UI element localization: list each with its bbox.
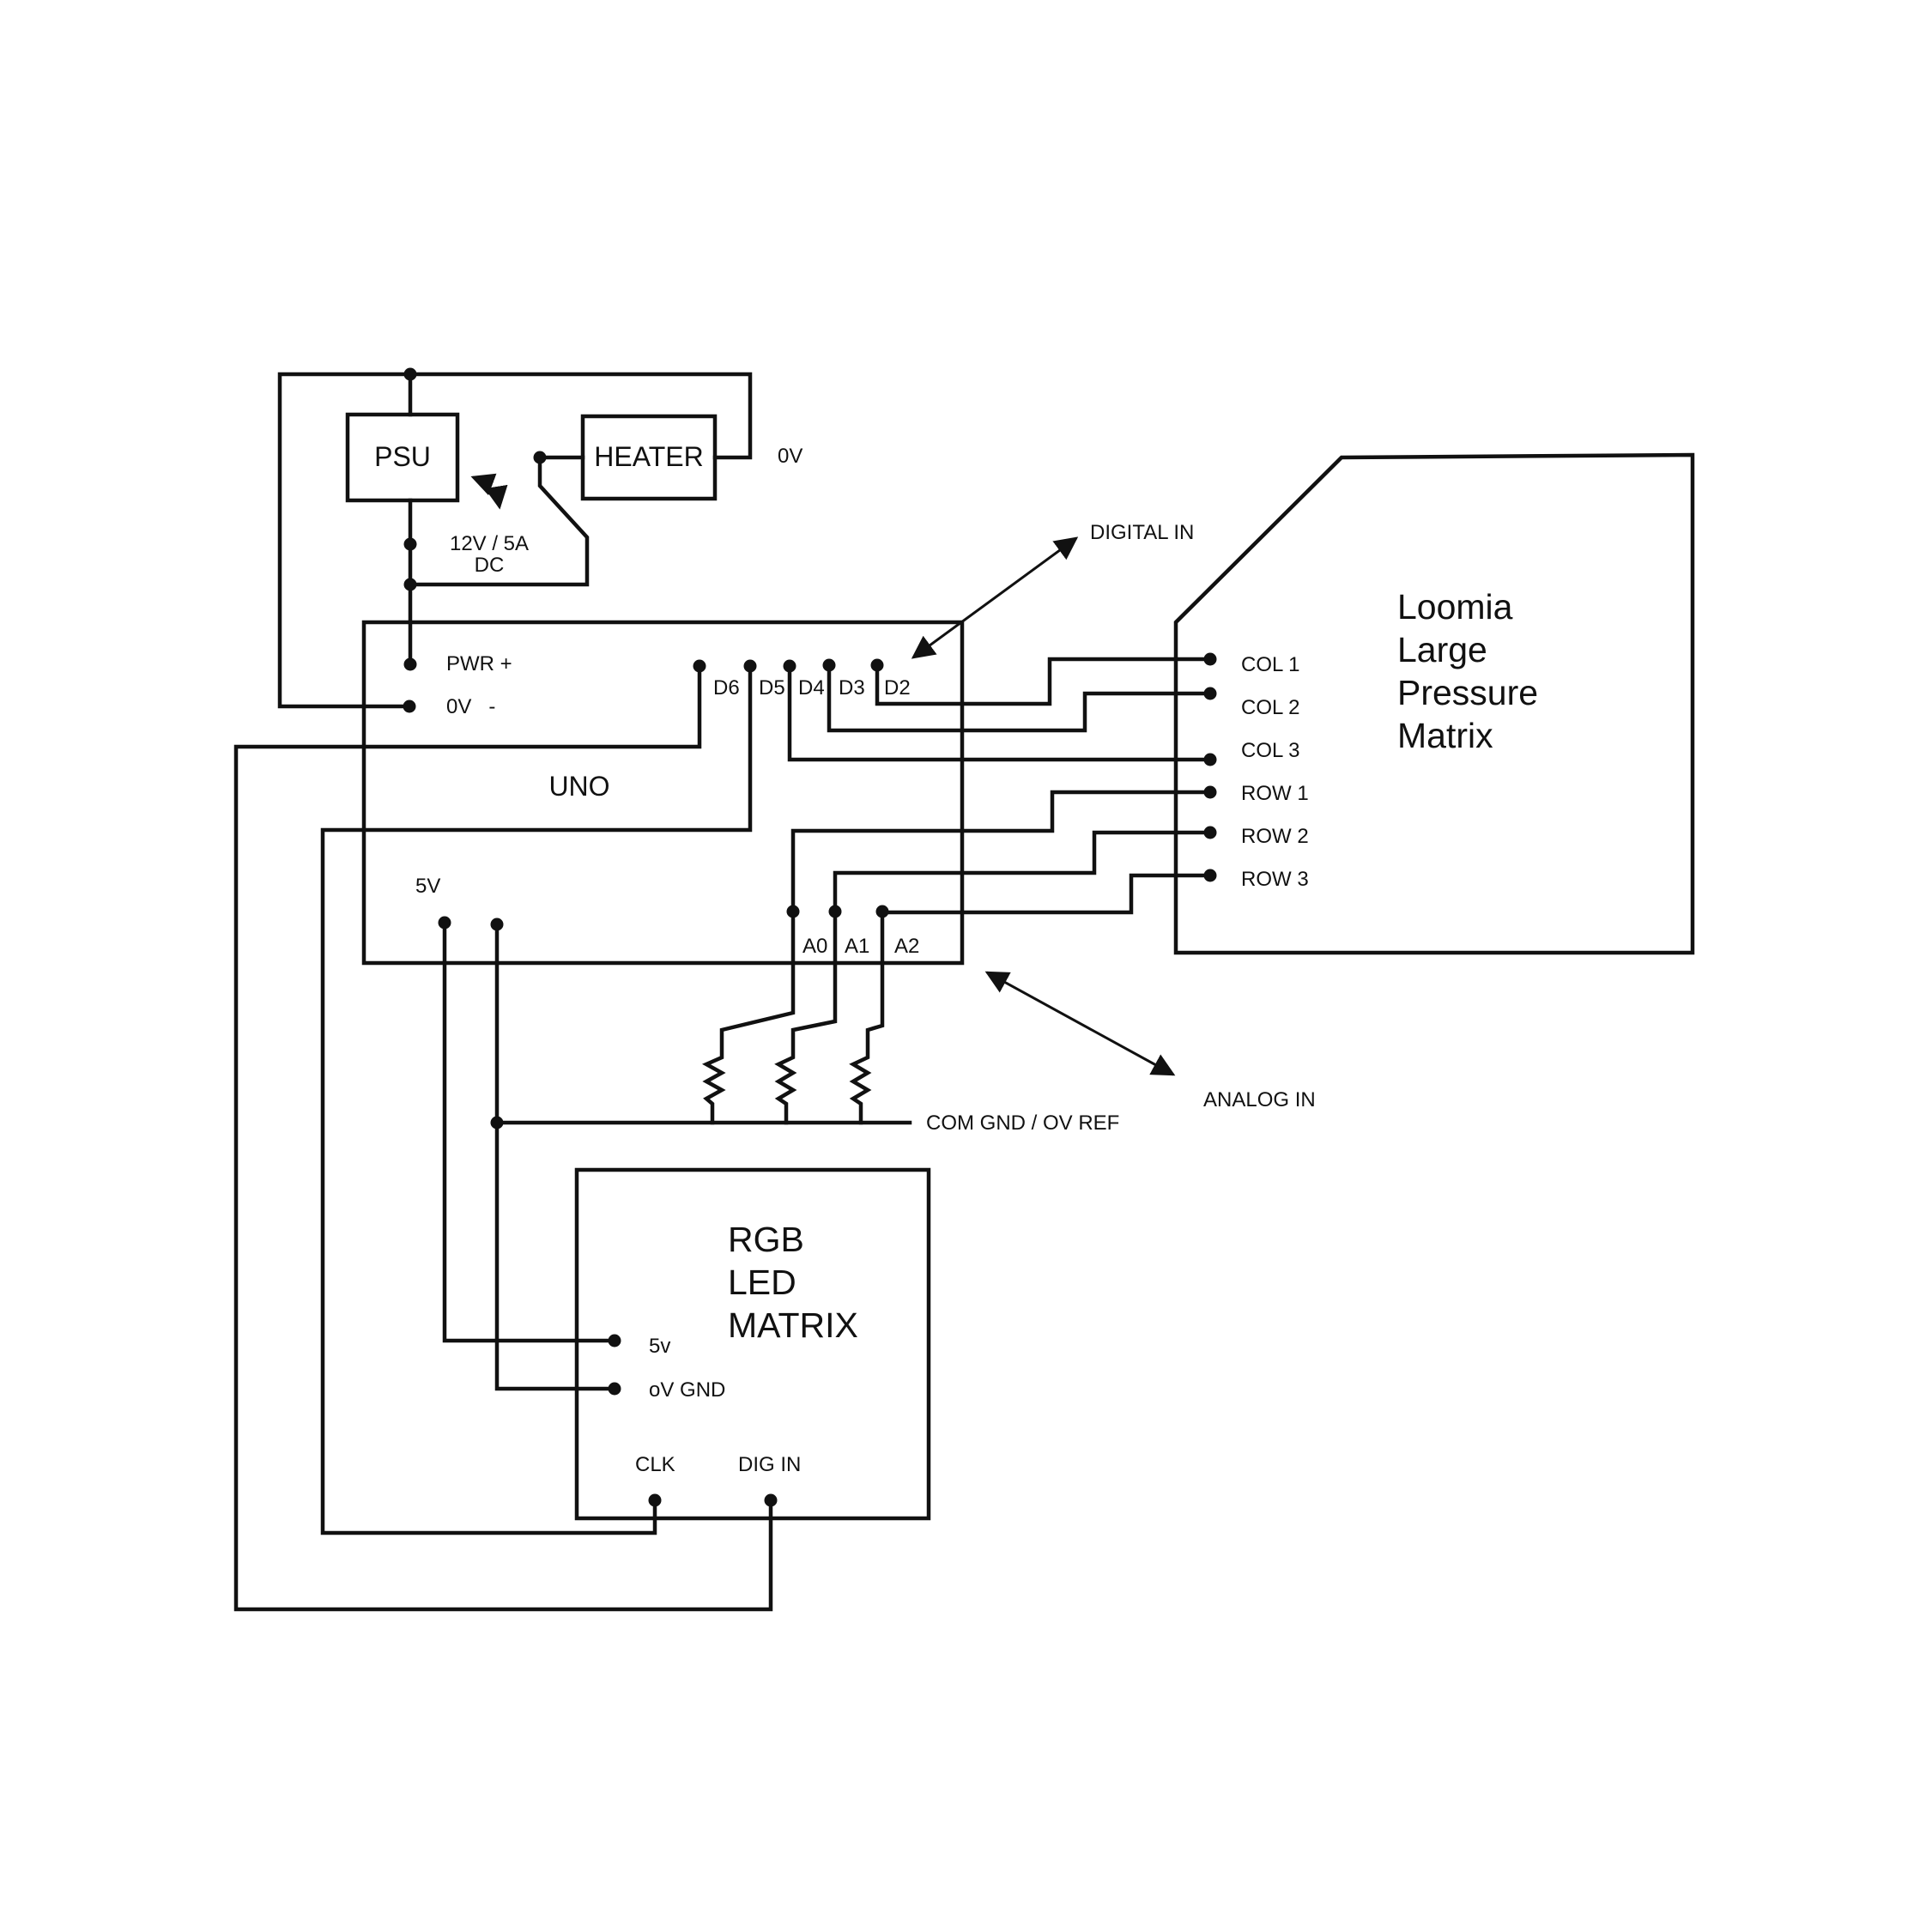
pressure-matrix-outline <box>1173 452 1695 955</box>
label-analog-in: ANALOG IN <box>1203 1088 1316 1111</box>
label-psu-rating-1: 12V / 5A <box>450 532 529 555</box>
rgb-label-3: MATRIX <box>728 1305 858 1345</box>
wire-d2-col1 <box>875 657 1213 706</box>
pressure-matrix-label-4: Matrix <box>1397 716 1493 755</box>
wire-row1-a0 <box>790 790 1213 914</box>
pin-a0: A0 <box>802 935 827 958</box>
label-0v-minus: 0V - <box>446 695 495 718</box>
digital-in-arrow <box>911 536 1079 659</box>
rgb-label-2: LED <box>728 1263 796 1302</box>
pin-col1: COL 1 <box>1241 653 1299 676</box>
wire-d3-col2 <box>827 663 1213 733</box>
rgb-label-1: RGB <box>728 1220 804 1259</box>
label-pwr-plus: PWR + <box>446 652 512 675</box>
resistor-a0 <box>701 909 796 1125</box>
heater-label: HEATER <box>594 441 703 472</box>
wire-gnd-rgb <box>494 922 617 1391</box>
pin-row1: ROW 1 <box>1241 782 1309 805</box>
pressure-matrix-label-3: Pressure <box>1397 673 1538 712</box>
resistor-a2 <box>849 909 885 1125</box>
wire-top-loop <box>408 372 753 460</box>
pin-a1: A1 <box>845 935 869 958</box>
label-psu-rating-2: DC <box>475 554 505 577</box>
pressure-matrix-label-1: Loomia <box>1397 587 1513 627</box>
label-digital-in: DIGITAL IN <box>1090 521 1194 544</box>
pin-rgb-digin: DIG IN <box>738 1453 801 1476</box>
pin-rgb-5v: 5v <box>649 1335 670 1358</box>
uno-board <box>361 620 965 966</box>
pin-row2: ROW 2 <box>1241 825 1309 848</box>
pin-d4: D4 <box>798 676 825 700</box>
wire-d6-rgb-digin <box>233 663 773 1612</box>
pin-rgb-gnd: oV GND <box>649 1378 725 1402</box>
wire-row3-a2 <box>880 873 1213 915</box>
pin-d5: D5 <box>759 676 785 700</box>
psu-label: PSU <box>374 441 431 472</box>
junction-dots <box>403 367 1217 1507</box>
wire-left-loop-0v <box>277 372 413 709</box>
wire-5v-rgb <box>442 920 617 1343</box>
pin-d3: D3 <box>839 676 865 700</box>
label-com-gnd: COM GND / OV REF <box>926 1111 1119 1135</box>
label-5v: 5V <box>415 875 440 898</box>
pin-rgb-clk: CLK <box>635 1453 675 1476</box>
rgb-led-matrix-box <box>574 1167 931 1521</box>
pin-row3: ROW 3 <box>1241 868 1309 891</box>
pin-d6: D6 <box>713 676 740 700</box>
pressure-matrix-label-2: Large <box>1397 630 1487 669</box>
psu-switch-arrow <box>470 473 508 510</box>
wire-d4-col3 <box>787 663 1213 762</box>
wire-d5-rgb-clk <box>320 663 753 1535</box>
uno-label: UNO <box>548 771 609 802</box>
pin-col3: COL 3 <box>1241 739 1299 762</box>
wire-heater-switch <box>408 455 590 587</box>
psu-box <box>345 412 460 503</box>
wire-row2-a1 <box>833 830 1213 914</box>
pin-col2: COL 2 <box>1241 696 1299 719</box>
label-0v-top: 0V <box>778 445 802 468</box>
resistor-a1 <box>774 909 838 1125</box>
pin-d2: D2 <box>884 676 911 700</box>
analog-in-arrow <box>984 971 1176 1076</box>
pin-a2: A2 <box>894 935 919 958</box>
